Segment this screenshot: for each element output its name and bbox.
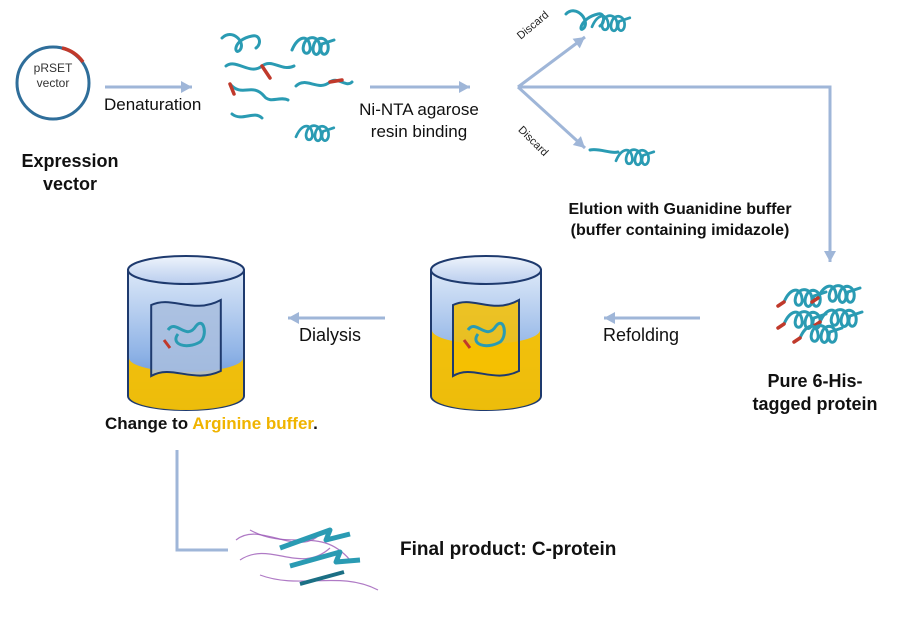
change-buffer-label: Change to Arginine buffer. (105, 414, 318, 434)
his-tag (162, 339, 172, 349)
pure-line1: Pure 6-His- (767, 371, 863, 391)
denatured-strand-4 (294, 78, 354, 88)
his-tag (810, 296, 820, 304)
discarded-strand-bottom (588, 148, 620, 154)
tagged-coil-5 (792, 324, 844, 344)
beta-strand-1 (279, 527, 351, 551)
beaker-rim (430, 255, 542, 285)
elution-line1: Elution with Guanidine buffer (568, 201, 792, 218)
his-tag (776, 322, 786, 330)
binding-line1: Ni-NTA agarose (359, 100, 479, 119)
beaker-rim (127, 255, 245, 285)
arrow-discard-top (517, 35, 586, 89)
denatured-coil-1 (290, 36, 336, 56)
his-tag (776, 300, 786, 308)
denatured-strand-5 (230, 112, 264, 120)
beta-strand-3 (299, 570, 345, 586)
denatured-coil-2 (294, 124, 336, 143)
caption-line1: Expression (21, 151, 119, 171)
beta-strand-2 (289, 549, 361, 569)
protein-strand (224, 61, 296, 71)
his-tag (328, 78, 344, 84)
denaturation-label: Denaturation (104, 95, 202, 114)
arrow-binding-head (459, 81, 470, 93)
protein-strand (564, 9, 606, 31)
plasmid-vector (15, 45, 91, 121)
refolding-label: Refolding (603, 325, 680, 345)
arrow-discard-top-head (572, 37, 585, 49)
beaker-dialysis (127, 255, 245, 411)
denatured-strand-2 (224, 61, 296, 80)
expression-vector-caption: Expression vector (5, 150, 135, 196)
tagged-coil-4 (812, 308, 864, 328)
discarded-coil-top (590, 14, 632, 33)
arrow-elution (518, 85, 832, 262)
his-tag (228, 82, 236, 96)
elution-label: Elution with Guanidine buffer (buffer co… (540, 199, 820, 241)
his-tag (812, 320, 822, 328)
pure-protein-label: Pure 6-His- tagged protein (735, 370, 895, 416)
change-prefix: Change to (105, 414, 193, 433)
protein-coil (816, 284, 862, 304)
protein-coil (614, 148, 656, 167)
denatured-strand-1 (220, 33, 261, 53)
binding-line2: resin binding (370, 122, 468, 141)
protein-coil (290, 36, 336, 56)
pure-line2: tagged protein (752, 394, 878, 414)
arrow-dialysis-head (288, 312, 299, 324)
structure-loop-1 (239, 547, 331, 561)
protein-coil (294, 124, 336, 143)
protein-strand (294, 78, 354, 88)
caption-line2: vector (42, 174, 98, 194)
beakers (127, 255, 542, 411)
arrow-final-product (175, 450, 228, 552)
protein-coil (818, 308, 864, 328)
vector-label-line2: vector (36, 76, 70, 90)
discarded-coil-bottom (614, 148, 656, 167)
folded-protein (466, 321, 506, 348)
protein-strand (228, 82, 290, 102)
protein-coil (798, 324, 844, 344)
arrow-denaturation-head (181, 81, 192, 93)
tagged-coil-2 (810, 284, 862, 304)
dialysis-membrane (150, 298, 222, 378)
his-tag (792, 336, 802, 344)
change-suffix: . (313, 414, 318, 433)
arrow-discard-bottom-head (572, 136, 585, 148)
folded-protein (166, 321, 206, 348)
arginine-buffer-highlight: Arginine buffer (192, 414, 314, 433)
protein-strand (220, 33, 261, 53)
beaker-refolding (430, 255, 542, 411)
binding-label: Ni-NTA agarose resin binding (349, 99, 489, 143)
his-tag (462, 339, 472, 349)
arrow-discard-bottom (516, 85, 587, 150)
protein-coil (590, 14, 632, 33)
protein-strand (588, 148, 620, 154)
dialysis-label: Dialysis (299, 325, 362, 345)
c-protein-structure-image (235, 527, 379, 591)
vector-label-line1: pRSET (33, 61, 73, 75)
dialysis-membrane (452, 298, 520, 378)
arrow-refolding-head (604, 312, 615, 324)
vector-label: pRSET vector (25, 61, 81, 91)
denatured-strand-3 (228, 82, 290, 102)
protein-illustrations (220, 9, 864, 344)
arrow-elution-head (824, 251, 836, 262)
his-tag-segment (61, 46, 85, 64)
final-product-label: Final product: C-protein (400, 539, 617, 560)
flow-arrows (105, 35, 836, 552)
protein-strand (230, 112, 264, 120)
elution-line2: (buffer containing imidazole) (570, 222, 790, 239)
his-tag (260, 64, 272, 80)
discarded-strand-top (564, 9, 606, 31)
